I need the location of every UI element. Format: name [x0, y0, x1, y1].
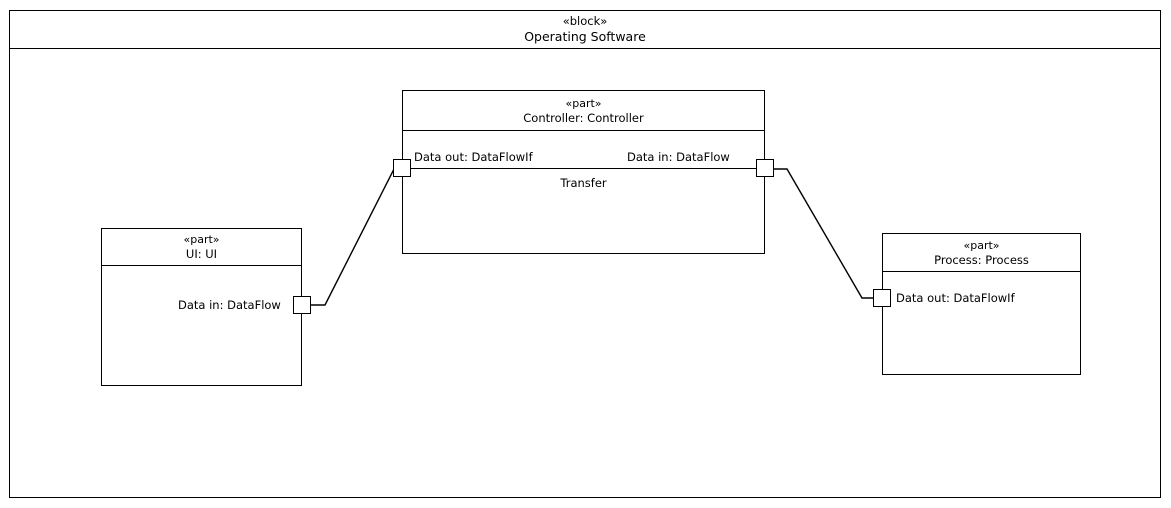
- port-process-data-out[interactable]: [873, 289, 891, 307]
- part-controller-compartment-label: Transfer: [560, 176, 607, 190]
- port-label-controller-data-in: Data in: DataFlow: [627, 150, 730, 164]
- part-process-header-divider: [882, 271, 1081, 272]
- port-controller-data-out[interactable]: [393, 159, 411, 177]
- part-process[interactable]: [882, 233, 1081, 375]
- part-ui-header-divider: [101, 265, 302, 266]
- port-ui-data-in[interactable]: [293, 296, 311, 314]
- part-controller-port-divider: [402, 168, 765, 169]
- outer-block-header: «block» Operating Software: [9, 10, 1161, 48]
- port-label-ui-data-in: Data in: DataFlow: [178, 298, 281, 312]
- port-label-controller-data-out: Data out: DataFlowIf: [414, 150, 533, 164]
- part-controller[interactable]: [402, 90, 765, 254]
- port-controller-data-in[interactable]: [756, 159, 774, 177]
- port-label-process-data-out: Data out: DataFlowIf: [896, 291, 1015, 305]
- outer-block-header-divider: [9, 48, 1161, 49]
- part-ui[interactable]: [101, 228, 302, 386]
- part-controller-header-divider: [402, 130, 765, 131]
- outer-block-stereotype: «block»: [562, 13, 608, 28]
- outer-block-name: Operating Software: [524, 28, 646, 44]
